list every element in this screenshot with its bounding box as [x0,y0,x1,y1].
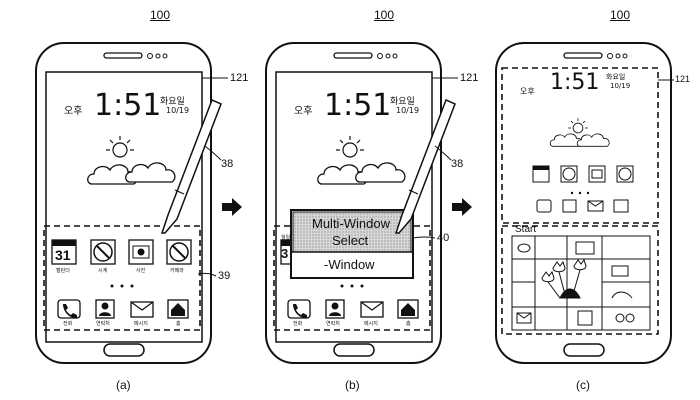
date-a: 10/19 [166,106,190,115]
clock-time-c: 1:51 [550,70,600,95]
dock-label-message-b: 메시지 [364,321,378,327]
arrow-right-2 [452,198,472,216]
dock-label-contacts-b: 연락처 [326,321,340,327]
weekday-c: 화요일 [606,73,626,81]
label-38-a: 38 [221,158,234,170]
label-121-a: 121 [230,72,249,84]
peek-value-b: 3 [281,246,289,261]
calendar-date-a: 31 [55,247,71,263]
arrow-right-1 [222,198,242,216]
ampm-label-b: 오후 [294,106,313,117]
home-button-a [103,343,145,357]
caption-c: (c) [576,378,590,392]
popup-selected-item [292,211,412,253]
label-121-c: 121 [675,74,691,84]
panel-c [495,42,674,364]
app-label-clock: 시계 [98,268,108,274]
popup-item-window[interactable]: -Window [324,257,375,272]
start-label-c: Start [515,224,537,235]
caption-a: (a) [116,378,131,392]
peek-label-b: 월일 [281,235,291,241]
app-label-camera: 카메라 [170,268,184,274]
clock-time-a: 1:51 [94,88,162,123]
camera-dot-a [147,53,153,59]
dock-label-message: 메시지 [134,321,148,327]
dock-label-home-b: 홈 [406,321,411,327]
panel-b [265,42,458,364]
caption-b: (b) [345,378,360,392]
app-label-calendar: 캘린더 [56,268,70,274]
weekday-a: 화요일 [160,97,185,107]
label-38-b: 38 [451,158,464,170]
figure-ref-c: 100 [610,8,631,22]
ampm-label-a: 오후 [64,106,83,117]
stylus-pen-a [160,98,222,234]
home-button-b [333,343,375,357]
label-39: 39 [218,270,231,282]
dock-label-phone: 전화 [63,321,73,327]
earpiece-a [103,52,143,59]
stylus-pen-b [394,98,456,234]
ampm-label-c: 오후 [520,87,535,96]
panel-a [35,42,228,364]
dock-label-contacts: 연락처 [96,321,110,327]
figure-ref-a: 100 [150,8,171,22]
weekday-b: 화요일 [390,97,415,107]
label-40: 40 [437,232,450,244]
dock-label-home: 홈 [176,321,181,327]
clock-time-b: 1:51 [324,88,392,123]
label-121-b: 121 [460,72,479,84]
popup-item-multiwindow[interactable]: Multi-Window [312,216,391,231]
dock-label-phone-b: 전화 [293,321,303,327]
app-label-photo: 사진 [136,268,146,274]
popup-item-select[interactable]: Select [332,233,369,248]
date-c: 10/19 [610,82,631,90]
date-b: 10/19 [396,106,420,115]
home-button-c [563,343,605,357]
figure-ref-b: 100 [374,8,395,22]
